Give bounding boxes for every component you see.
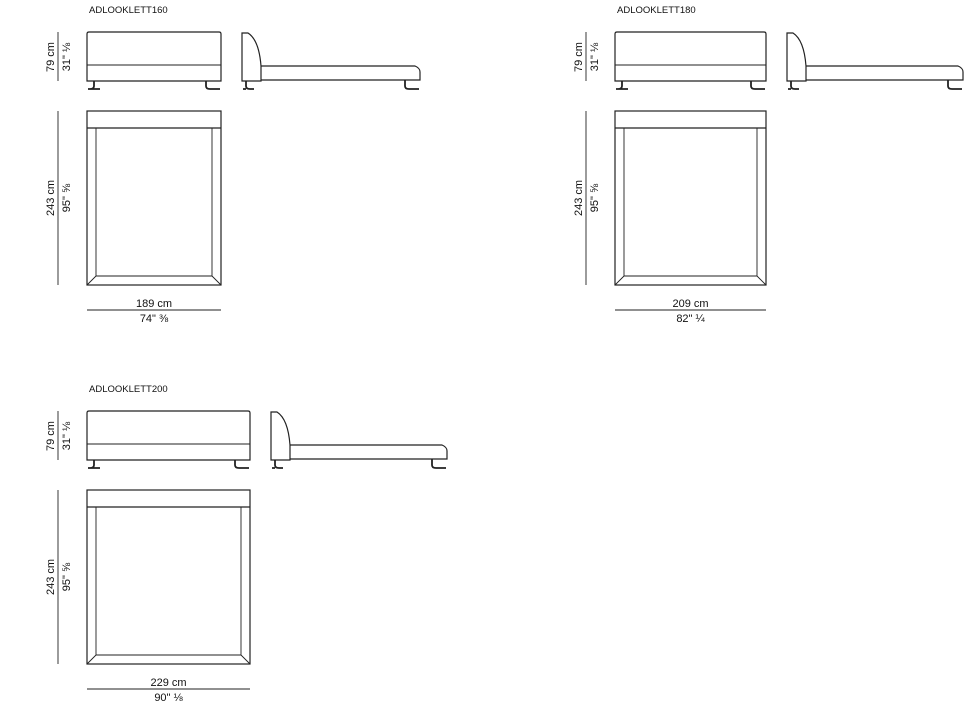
headboard-outline: [86, 31, 222, 82]
leg-right: [947, 80, 962, 90]
headboard-profile: [241, 32, 262, 82]
height-in-label: 31" ⅛: [61, 42, 73, 71]
bed-model-2: ADLOOKLETT180 79 cm 31" ⅛ 243 cm 95" ⅝ 209 cm…: [573, 5, 964, 325]
leg-left: [88, 81, 100, 90]
height-cm-label: 79 cm: [573, 42, 585, 72]
front-view: [86, 31, 222, 90]
leg-left: [272, 460, 283, 469]
plan-view: [86, 489, 251, 665]
plan-outline: [86, 489, 251, 665]
length-in-label: 95" ⅝: [589, 183, 601, 212]
side-view: [786, 32, 964, 90]
platform-profile: [261, 65, 421, 81]
length-cm-label: 243 cm: [573, 180, 585, 216]
platform-profile: [290, 444, 448, 460]
width-cm-label: 229 cm: [150, 677, 186, 689]
leg-left: [243, 81, 254, 90]
height-cm-label: 79 cm: [45, 42, 57, 72]
leg-right: [431, 459, 446, 469]
headboard-outline: [86, 410, 251, 461]
leg-right: [750, 81, 765, 90]
length-cm-label: 243 cm: [45, 180, 57, 216]
model-code-label: ADLOOKLETT160: [89, 5, 168, 16]
headboard-profile: [786, 32, 807, 82]
plan-view: [614, 110, 767, 286]
height-in-label: 31" ⅛: [589, 42, 601, 71]
bed-model-3: ADLOOKLETT200 79 cm 31" ⅛ 243 cm 95" ⅝ 229 cm…: [45, 384, 448, 704]
length-in-label: 95" ⅝: [61, 183, 73, 212]
width-in-label: 74" ⅜: [140, 313, 169, 325]
width-in-label: 90" ⅛: [154, 692, 183, 704]
length-in-label: 95" ⅝: [61, 562, 73, 591]
side-view: [241, 32, 421, 90]
height-cm-label: 79 cm: [45, 421, 57, 451]
length-cm-label: 243 cm: [45, 559, 57, 595]
model-code-label: ADLOOKLETT180: [617, 5, 696, 16]
frame-inner-outline: [614, 128, 767, 286]
height-in-label: 31" ⅛: [61, 421, 73, 450]
width-in-label: 82" ¼: [676, 313, 705, 325]
platform-profile: [806, 65, 964, 81]
frame-inner-outline: [86, 507, 251, 665]
front-view: [614, 31, 767, 90]
front-view: [86, 410, 251, 469]
leg-right: [234, 460, 249, 469]
leg-left: [788, 81, 799, 90]
model-code-label: ADLOOKLETT200: [89, 384, 168, 395]
bed-model-1: ADLOOKLETT160 79 cm 31" ⅛ 243 cm 95" ⅝ 189 cm…: [45, 5, 421, 325]
width-cm-label: 209 cm: [672, 298, 708, 310]
leg-left: [88, 460, 100, 469]
frame-inner-outline: [86, 128, 222, 286]
plan-outline: [614, 110, 767, 286]
plan-outline: [86, 110, 222, 286]
headboard-profile: [270, 411, 291, 461]
width-cm-label: 189 cm: [136, 298, 172, 310]
headboard-outline: [614, 31, 767, 82]
side-view: [270, 411, 448, 469]
leg-right: [205, 81, 220, 90]
leg-left: [616, 81, 628, 90]
leg-right: [404, 80, 419, 90]
plan-view: [86, 110, 222, 286]
